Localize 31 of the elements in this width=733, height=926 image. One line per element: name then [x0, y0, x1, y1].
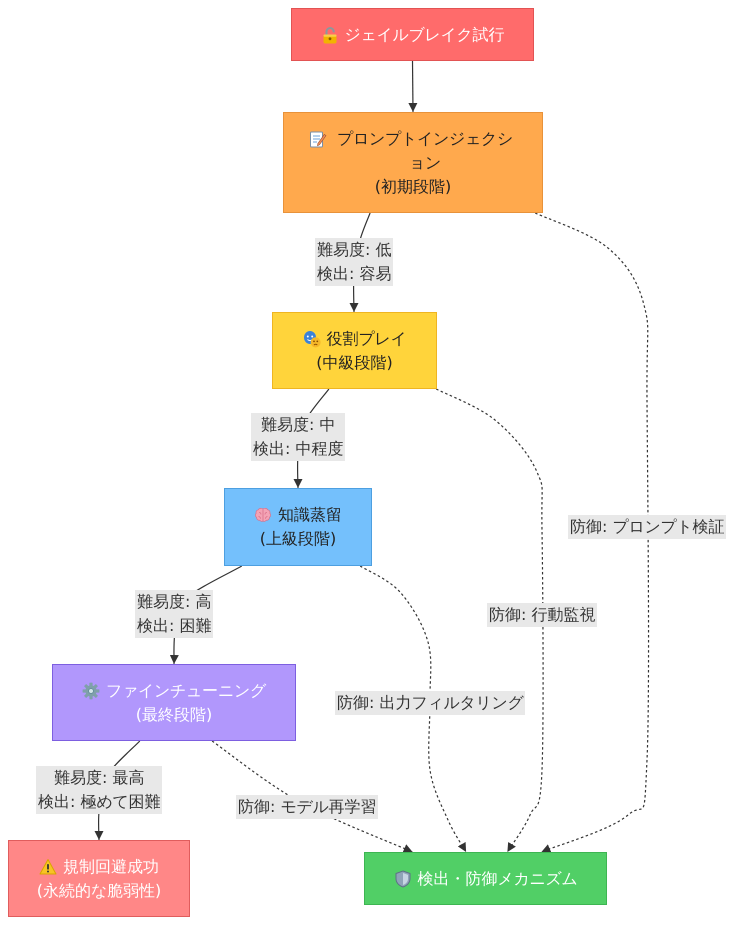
step-title: ジェイルブレイク試行 [344, 24, 504, 46]
edge-label: 難易度: 中検出: 中程度 [251, 413, 346, 461]
process-box [272, 312, 437, 389]
arrow [408, 61, 418, 112]
dashed-arrow [534, 212, 650, 853]
stage-label: (最終段階) [136, 704, 212, 726]
stage-label: (上級段階) [260, 528, 336, 550]
step-title: 役割プレイ [326, 328, 406, 350]
process-box [8, 840, 190, 917]
edge-label: 難易度: 低検出: 容易 [315, 238, 394, 286]
step-title: 検出・防御メカニズム [418, 868, 578, 890]
process-box [52, 664, 296, 741]
process-box [224, 488, 372, 566]
process-box [364, 852, 607, 905]
step-title: 知識蒸留 [278, 504, 342, 526]
edge-label: 防御: 行動監視 [487, 603, 598, 627]
edge-label: 難易度: 高検出: 困難 [135, 590, 214, 638]
step-title: プロンプトインジェクション [336, 128, 514, 174]
dashed-arrow [436, 388, 544, 852]
step-title: ファインチューニング [106, 680, 266, 702]
edge-label: 防御: 出力フィルタリング [335, 691, 526, 715]
process-box [291, 8, 534, 61]
stage-label: (初期段階) [374, 176, 452, 198]
process-box [283, 112, 543, 213]
edge-label: 防御: プロンプト検証 [568, 515, 726, 539]
dashed-arrow [360, 565, 467, 852]
step-title: 規制回避成功 [63, 856, 159, 878]
stage-label: (中級段階) [316, 352, 393, 374]
stage-label: (永続的な脆弱性) [36, 880, 162, 902]
edge-label: 難易度: 最高検出: 極めて困難 [36, 766, 162, 814]
edge-label: 防御: モデル再学習 [236, 795, 378, 819]
